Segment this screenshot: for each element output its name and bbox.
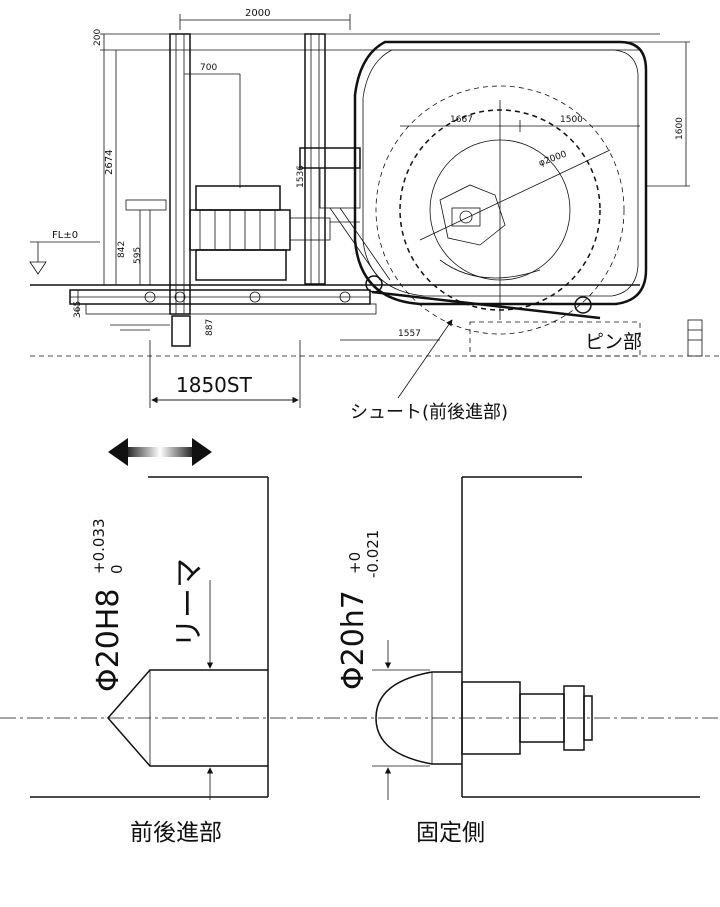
stroke-label: 1850ST [176, 373, 253, 397]
dim-2674: 2674 [104, 150, 115, 175]
press-unit [125, 185, 360, 285]
dim-1536: 1536 [296, 165, 306, 188]
stroke-dimension: 1850ST [149, 340, 301, 408]
dim-595: 595 [133, 247, 143, 264]
dim-1500: 1500 [560, 115, 583, 125]
dim-700: 700 [200, 63, 217, 73]
reamer-tol-lower: 0 [108, 564, 126, 574]
dim-2000-top: 2000 [245, 8, 270, 19]
transfer-mechanism [299, 147, 391, 293]
chute-leader [397, 319, 453, 399]
fl-label: FL±0 [52, 230, 78, 241]
dim-phi2000: φ2000 [538, 149, 569, 168]
dim-200: 200 [93, 29, 103, 46]
base-rails [69, 289, 377, 347]
fixed-side-caption: 固定側 [416, 820, 485, 846]
column-pair-right [304, 33, 326, 285]
reamer-diameter-label: Φ20H8 [91, 589, 126, 692]
reamer-tol-upper: +0.033 [90, 518, 108, 574]
dim-1557: 1557 [398, 329, 421, 339]
dim-842: 842 [117, 241, 127, 258]
fixed-tol-upper: +0 [346, 552, 364, 574]
motion-arrow-icon [108, 438, 212, 466]
fixed-tol-lower: -0.021 [364, 530, 382, 578]
fixed-diameter-label: Φ20h7 [336, 590, 371, 690]
fl-marker: FL±0 [29, 230, 100, 275]
pin-head [375, 671, 462, 765]
dim-887: 887 [205, 319, 215, 336]
reamer-side-caption: 前後進部 [130, 820, 222, 846]
pin-area [469, 321, 641, 357]
reamer-tool-label: リーマ [172, 558, 207, 648]
column-pair-left [169, 33, 191, 315]
dim-365: 365 [73, 301, 83, 318]
chute-line [371, 290, 601, 320]
chute-end [574, 296, 592, 314]
chute-label: シュート(前後進部) [350, 402, 508, 423]
dim-1600: 1600 [675, 117, 685, 140]
dim-1667: 1667 [450, 115, 473, 125]
drum-housing: 1600 [353, 40, 690, 306]
reamer-side-block [30, 476, 269, 800]
pin-fit-detail: Φ20H8 +0.033 0 リーマ 前後進部 Φ20h7 +0 -0.02 [0, 438, 720, 846]
reamer-bore [107, 669, 268, 767]
fixed-side-block [372, 476, 700, 800]
pin-label: ピン部 [585, 331, 642, 353]
machine-elevation-drawing: FL±0 200 2674 842 595 2000 700 [29, 8, 720, 423]
